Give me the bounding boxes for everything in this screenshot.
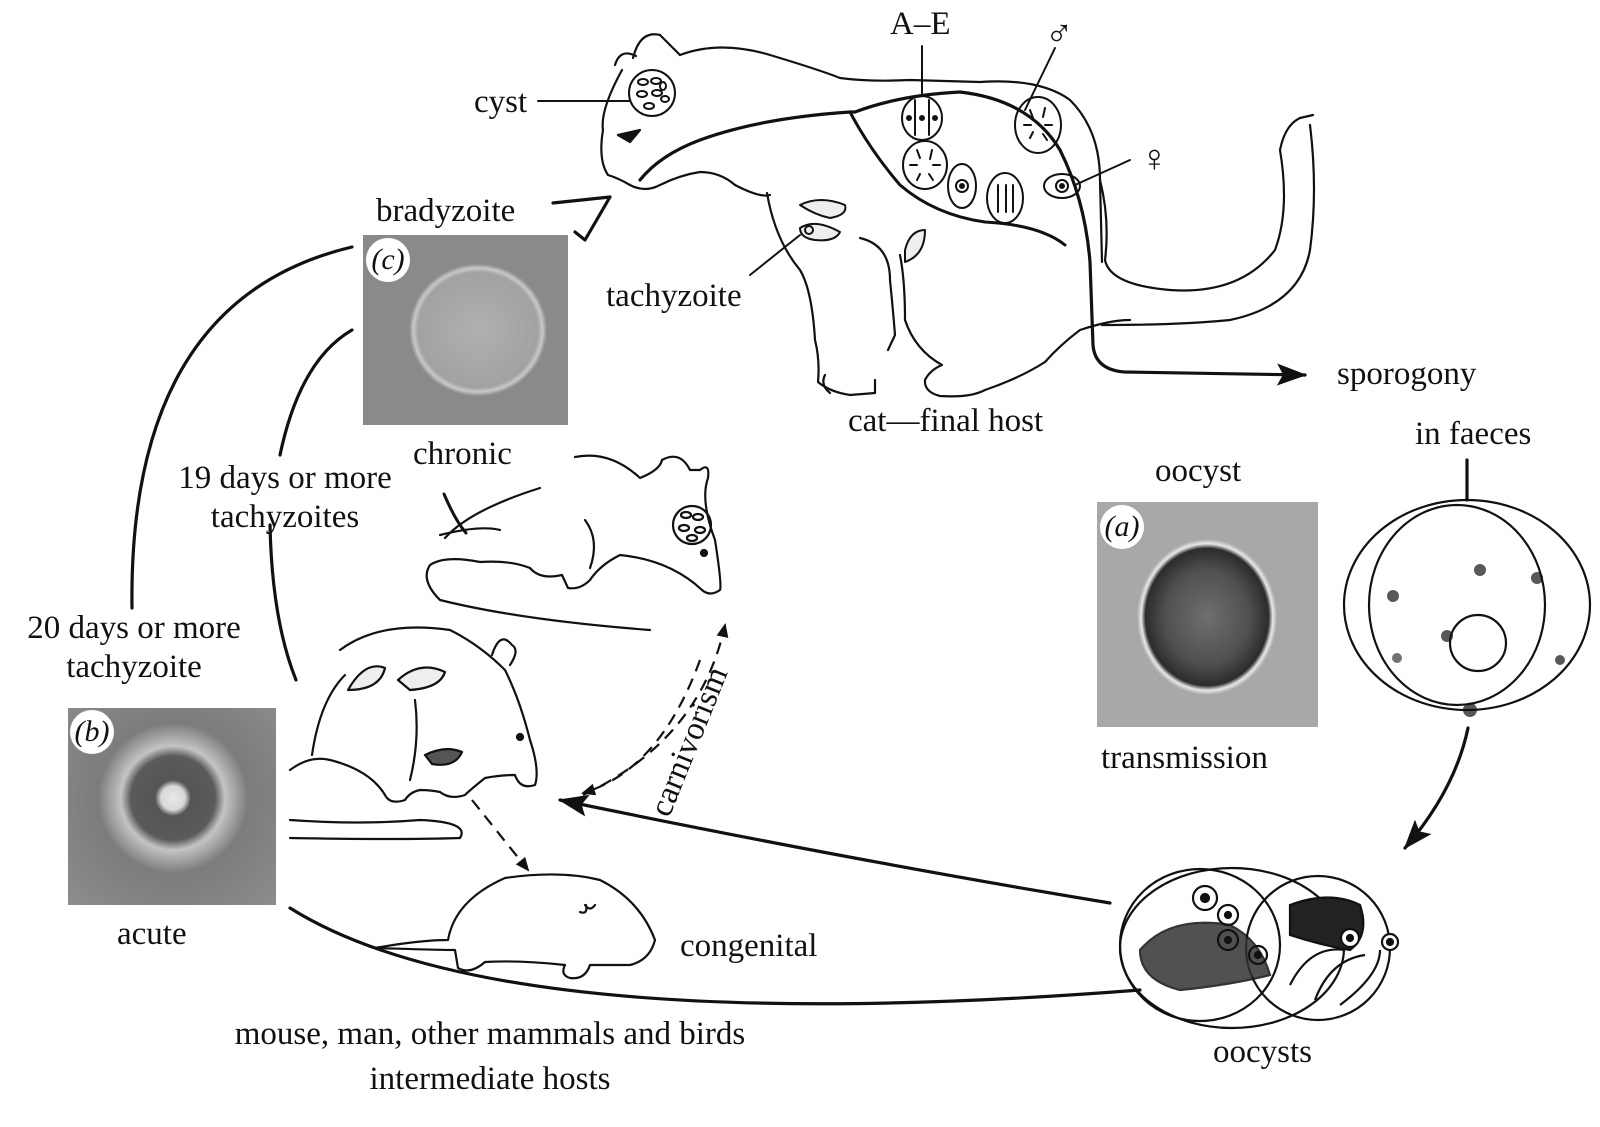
label-acute: acute: [117, 916, 187, 952]
label-a-e: A–E: [890, 6, 951, 42]
label-tachyzoite: tachyzoite: [606, 278, 742, 314]
male-symbol-icon: ♂: [1045, 13, 1074, 55]
label-sporogony: sporogony: [1337, 356, 1477, 392]
congenital-arrow: [471, 799, 530, 872]
chronic-mouse: [425, 454, 722, 632]
label-19-days-line2: tachyzoites: [210, 499, 360, 535]
path-19-days-lower: [268, 523, 298, 682]
panel-label-a: (a): [1100, 505, 1144, 549]
cat-tail-tip: [1298, 113, 1315, 120]
dashed-arrows: [471, 623, 729, 872]
label-cat-final-host: cat—final host: [848, 403, 1044, 439]
photo-a-oocyst: (a): [1097, 502, 1318, 727]
label-hosts-line1: mouse, man, other mammals and birds: [234, 1016, 746, 1052]
cat-gut-pathway: [638, 90, 1307, 386]
photo-c-bradyzoite-cyst: (c): [363, 235, 568, 425]
male-leader: [1024, 47, 1056, 111]
label-bradyzoite: bradyzoite: [376, 193, 516, 229]
path-to-oocysts: [1403, 726, 1470, 850]
label-20-days-line2: tachyzoite: [66, 649, 202, 685]
carnivorism-arrow-down: [581, 659, 702, 796]
cat-back: [678, 46, 1104, 264]
faeces-oocyst-drawing: [1342, 498, 1592, 717]
cat-front-leg: [765, 191, 877, 397]
photo-b-tachyzoite-rosette: (b): [68, 708, 276, 905]
panel-label-c: (c): [366, 238, 410, 282]
cat-tail-inner: [1100, 123, 1316, 327]
path-20-days: [130, 245, 354, 610]
congenital-newborn: [373, 873, 657, 980]
label-congenital: congenital: [680, 928, 818, 964]
cat-head: [600, 68, 737, 191]
brain-cyst: [628, 69, 676, 117]
female-leader: [1074, 159, 1131, 186]
path-transmission: [558, 794, 1112, 905]
tachyzoite-leader: [749, 234, 801, 276]
cat-belly: [733, 183, 772, 197]
cat-tail: [1098, 116, 1302, 292]
label-19-days: 19 days or more tachyzoites: [155, 462, 415, 534]
panel-label-b: (b): [70, 710, 114, 754]
female-symbol-icon: ♀: [1140, 138, 1169, 180]
bradyzoite-arrow: [551, 195, 612, 242]
acute-mouse: [288, 626, 538, 841]
label-20-days: 20 days or more tachyzoite: [0, 612, 268, 684]
cat-eye: [616, 128, 642, 144]
cycle-arrows: [130, 245, 1470, 1006]
label-transmission: transmission: [1101, 740, 1268, 776]
cat-ear: [631, 33, 682, 60]
label-chronic: chronic: [413, 436, 512, 472]
cat-paw: [822, 373, 832, 395]
carnivorism-arrow-up: [582, 623, 729, 796]
label-hosts-line2: intermediate hosts: [369, 1061, 611, 1097]
path-intermediate-hosts: [288, 906, 1142, 1006]
cat-front-leg2: [858, 236, 897, 352]
cat-drawing: [537, 33, 1316, 398]
label-oocysts: oocysts: [1213, 1034, 1312, 1070]
sporulated-oocysts-drawing: [1118, 866, 1400, 1030]
label-20-days-line1: 20 days or more: [27, 610, 241, 646]
cat-rear-leg: [898, 253, 1132, 398]
chronic-mouse-cyst: [671, 504, 713, 546]
label-in-faeces: in faeces: [1415, 416, 1532, 452]
path-19-days-upper: [278, 328, 354, 457]
label-19-days-line1: 19 days or more: [178, 460, 392, 496]
label-cyst: cyst: [474, 84, 528, 120]
cat-gut-lower: [848, 110, 1067, 247]
cat-tachyzoites: [799, 199, 926, 263]
label-oocyst: oocyst: [1155, 453, 1242, 489]
label-intermediate-hosts: mouse, man, other mammals and birds inte…: [160, 1018, 820, 1096]
